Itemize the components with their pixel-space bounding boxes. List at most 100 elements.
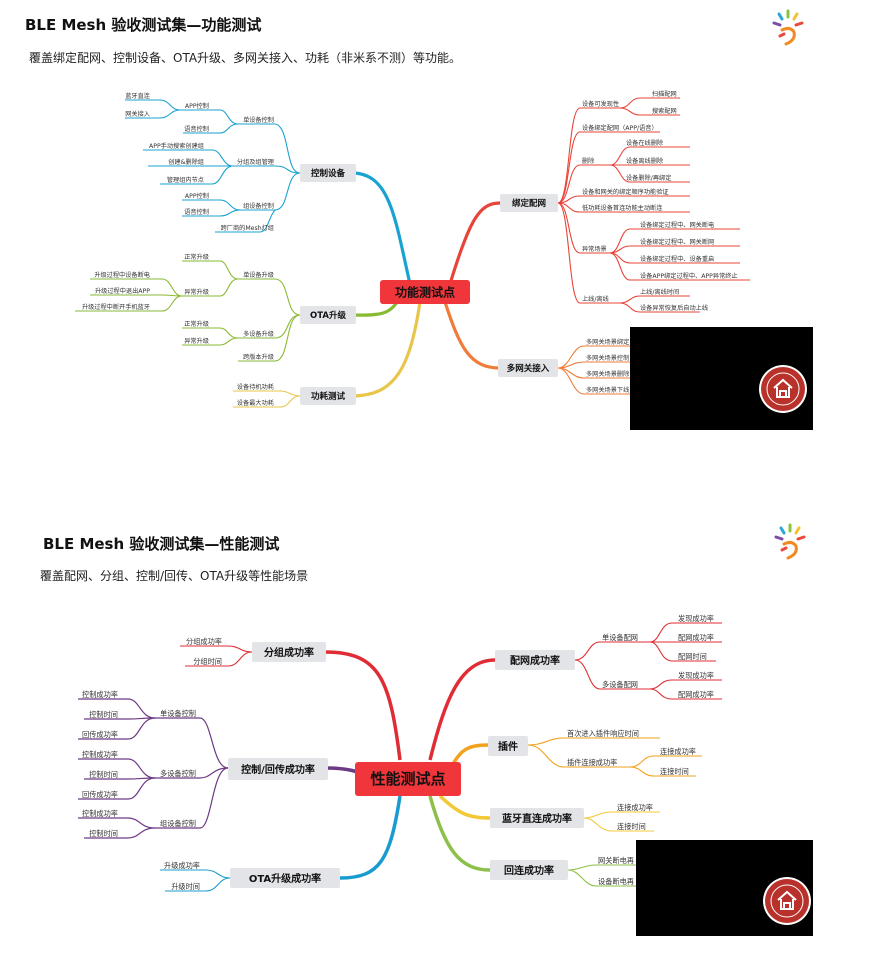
- node-ota-normal: 正常升级: [184, 253, 209, 261]
- node-manage-nodes: 管理组内节点: [167, 176, 204, 184]
- node-s-net-time: 配网时间: [678, 652, 707, 661]
- node-bind: 设备绑定配网（APP/语音）: [582, 124, 658, 132]
- node-scan: 扫描配网: [652, 90, 677, 98]
- edge-control: [352, 173, 410, 284]
- node-app-control: APP控制: [185, 102, 209, 110]
- node-search: 搜索配网: [652, 107, 677, 115]
- node-plugin-first: 首次进入插件响应时间: [567, 729, 639, 738]
- node-cross-vendor: 跨厂商的Mesh灯组: [221, 224, 274, 232]
- node-group-voice: 语音控制: [184, 208, 209, 216]
- node-voice-control: 语音控制: [184, 125, 209, 133]
- logo-icon: [768, 8, 808, 48]
- center-label: 功能测试点: [395, 285, 455, 300]
- node-plugin-conn-rate: 连接成功率: [660, 747, 696, 756]
- node-ota-ab1: 升级过程中设备断电: [94, 271, 150, 279]
- node-gw-access: 网关接入: [125, 110, 150, 118]
- slide2-subtitle: 覆盖配网、分组、控制/回传、OTA升级等性能场景: [40, 567, 308, 584]
- node-s-net-rate: 配网成功率: [678, 633, 714, 642]
- edge-bind: [450, 203, 500, 284]
- node-ota-ab2: 升级过程中退出APP: [95, 287, 150, 295]
- branch-control-rate: 控制/回传成功率: [241, 763, 315, 776]
- node-gw-order: 设备和网关的绑定顺序功能验证: [582, 188, 669, 196]
- branch-group-rate: 分组成功率: [264, 646, 314, 659]
- node-mgw-4: 多网关场景下线: [586, 386, 629, 394]
- node-standby-power: 设备待机功耗: [237, 383, 274, 391]
- node-s-ctrl-rate: 控制成功率: [82, 690, 118, 699]
- node-ota-time: 升级时间: [171, 882, 200, 891]
- node-group-device-control: 组设备控制: [243, 202, 274, 210]
- branch-reconn-rate: 回连成功率: [504, 864, 554, 877]
- node-group-time: 分组时间: [193, 657, 222, 666]
- edge-multigw: [445, 302, 500, 368]
- node-bt-conn-time: 连接时间: [617, 822, 646, 831]
- node-group-ctrl: 组设备控制: [160, 819, 196, 828]
- node-m-net-rate: 配网成功率: [678, 690, 714, 699]
- node-bind-ab4: 设备APP绑定过程中、APP异常终止: [640, 272, 738, 280]
- branch-power: 功耗测试: [311, 391, 346, 402]
- node-plugin-conn: 插件连接成功率: [567, 758, 617, 767]
- node-s-discover: 发现成功率: [678, 614, 714, 623]
- slide1-subtitle: 覆盖绑定配网、控制设备、OTA升级、多网关接入、功耗（非米系不测）等功能。: [29, 49, 461, 66]
- node-ota-ab3: 升级过程中断开手机蓝牙: [82, 303, 150, 311]
- node-ota-cross: 跨版本升级: [243, 353, 274, 361]
- node-g-ctrl-rate: 控制成功率: [82, 809, 118, 818]
- node-group-app: APP控制: [185, 192, 209, 200]
- node-multi-net: 多设备配网: [602, 680, 638, 689]
- node-single-control: 单设备控制: [243, 116, 274, 124]
- node-g-ctrl-time: 控制时间: [89, 829, 118, 838]
- node-ota-rate: 升级成功率: [164, 861, 200, 870]
- node-ota-abnormal: 异常升级: [184, 288, 209, 296]
- node-bt-conn-rate: 连接成功率: [617, 803, 653, 812]
- node-ota-single: 单设备升级: [243, 271, 274, 279]
- node-del-offline: 设备离线删除: [626, 157, 664, 165]
- node-s-ret-rate: 回传成功率: [82, 730, 118, 739]
- node-ota-m-abnormal: 异常升级: [184, 337, 209, 345]
- center2-label: 性能测试点: [370, 770, 445, 788]
- node-bind-ab1: 设备绑定过程中、网关断电: [640, 221, 714, 229]
- node-plugin-conn-time: 连接时间: [660, 767, 689, 776]
- branch-ota: OTA升级: [310, 310, 346, 321]
- node-ota-m-normal: 正常升级: [184, 320, 209, 328]
- slide2-title: BLE Mesh 验收测试集—性能测试: [43, 533, 279, 554]
- node-m-ret-rate: 回传成功率: [82, 790, 118, 799]
- node-single-net: 单设备配网: [602, 633, 638, 642]
- node-app-manual-group: APP手动搜索创建组: [149, 142, 204, 150]
- node-bt-direct: 蓝牙直连: [125, 92, 151, 100]
- node-group-rate: 分组成功率: [186, 637, 222, 646]
- node-max-power: 设备最大功耗: [237, 399, 274, 407]
- node-create-delete-group: 创建&删除组: [168, 158, 204, 166]
- node-m-ctrl-time: 控制时间: [89, 770, 118, 779]
- node-del-online: 设备在线删除: [626, 139, 664, 147]
- logo-icon: [770, 522, 810, 562]
- node-multi-ctrl: 多设备控制: [160, 769, 196, 778]
- node-mgw-2: 多网关场景控制: [586, 354, 629, 362]
- branch-multigw: 多网关接入: [507, 363, 550, 374]
- node-low-power: 低功耗设备首连功能主动断连: [582, 204, 663, 212]
- node-bind-abnormal: 异常场景: [582, 245, 607, 253]
- branch-ota-rate: OTA升级成功率: [249, 872, 321, 885]
- branch-control: 控制设备: [311, 168, 346, 179]
- branch-bt-rate: 蓝牙直连成功率: [502, 812, 572, 825]
- node-discover: 设备可发现性: [582, 100, 619, 108]
- node-bind-ab3: 设备绑定过程中、设备重启: [640, 255, 714, 263]
- node-bind-ab2: 设备绑定过程中、网关断网: [640, 238, 714, 246]
- node-onoff2: 设备异常恢复后自动上线: [640, 304, 708, 312]
- branch-net-rate: 配网成功率: [510, 654, 560, 667]
- node-dev-off: 设备断电再: [598, 877, 634, 886]
- node-single-ctrl: 单设备控制: [160, 709, 196, 718]
- node-onoff1: 上线/离线时间: [640, 288, 679, 296]
- node-gw-off: 网关断电再: [598, 856, 634, 865]
- branch-plugin: 插件: [498, 740, 518, 753]
- node-group-mgmt: 分组及组管理: [237, 158, 274, 166]
- seal-icon: [758, 364, 808, 414]
- slide1-title: BLE Mesh 验收测试集—功能测试: [25, 14, 261, 35]
- seal-icon: [762, 876, 812, 926]
- node-mgw-1: 多网关场景绑定: [586, 338, 629, 346]
- node-del-rebind: 设备删除/再绑定: [626, 174, 671, 182]
- branch-bind: 绑定配网: [512, 198, 546, 209]
- node-mgw-3: 多网关场景删除: [586, 370, 630, 378]
- node-m-ctrl-rate: 控制成功率: [82, 750, 118, 759]
- node-delete: 删除: [582, 157, 595, 165]
- node-m-discover: 发现成功率: [678, 671, 714, 680]
- node-ota-multi: 多设备升级: [243, 330, 274, 338]
